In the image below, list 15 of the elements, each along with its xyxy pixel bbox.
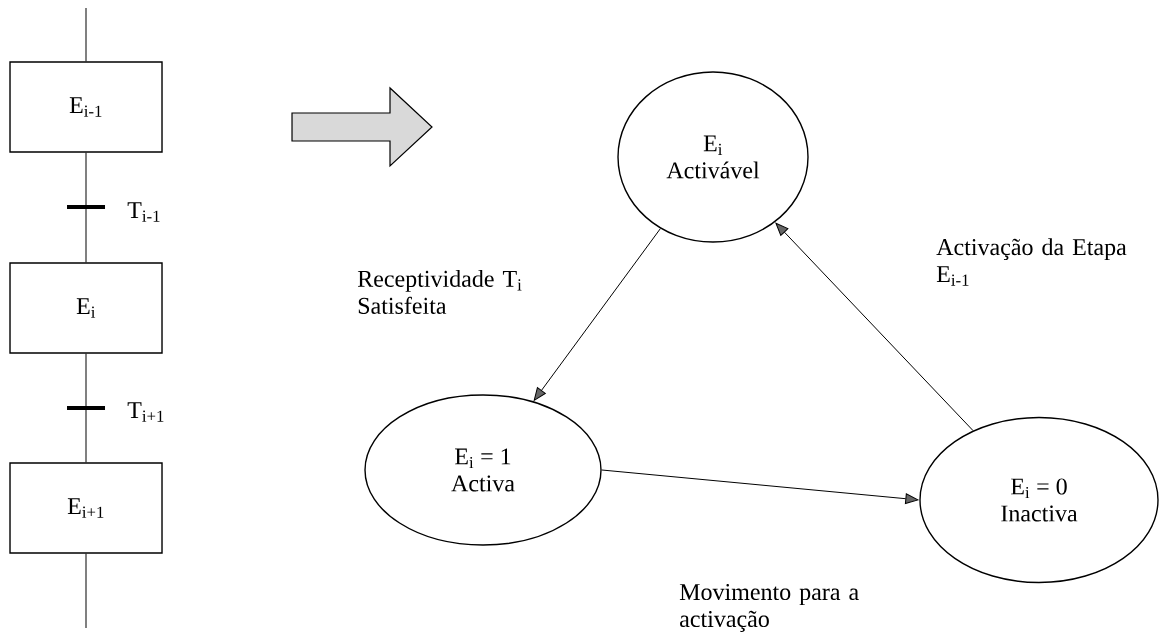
arrow [533,228,661,401]
connector-line [85,353,87,463]
step-box: E$_{i}$ [9,262,163,354]
arrow [775,222,974,432]
connector-line [85,553,87,629]
edge-label: Receptividade T$_{i}$ Satisfeita [357,270,522,314]
edge-label: T$_{i-1}$ [127,202,160,222]
edge-label: Activação da Etapa E$_{i-1}$ [936,238,1127,286]
edge-label: T$_{i+1}$ [127,402,164,422]
edge-label: Movimento para a activação [679,584,859,632]
arrow [601,469,919,505]
connector-line [85,7,87,62]
connector-line [85,152,87,263]
step-box: E$_{i+1}$ [9,462,163,554]
step-box: E$_{i-1}$ [9,61,163,153]
